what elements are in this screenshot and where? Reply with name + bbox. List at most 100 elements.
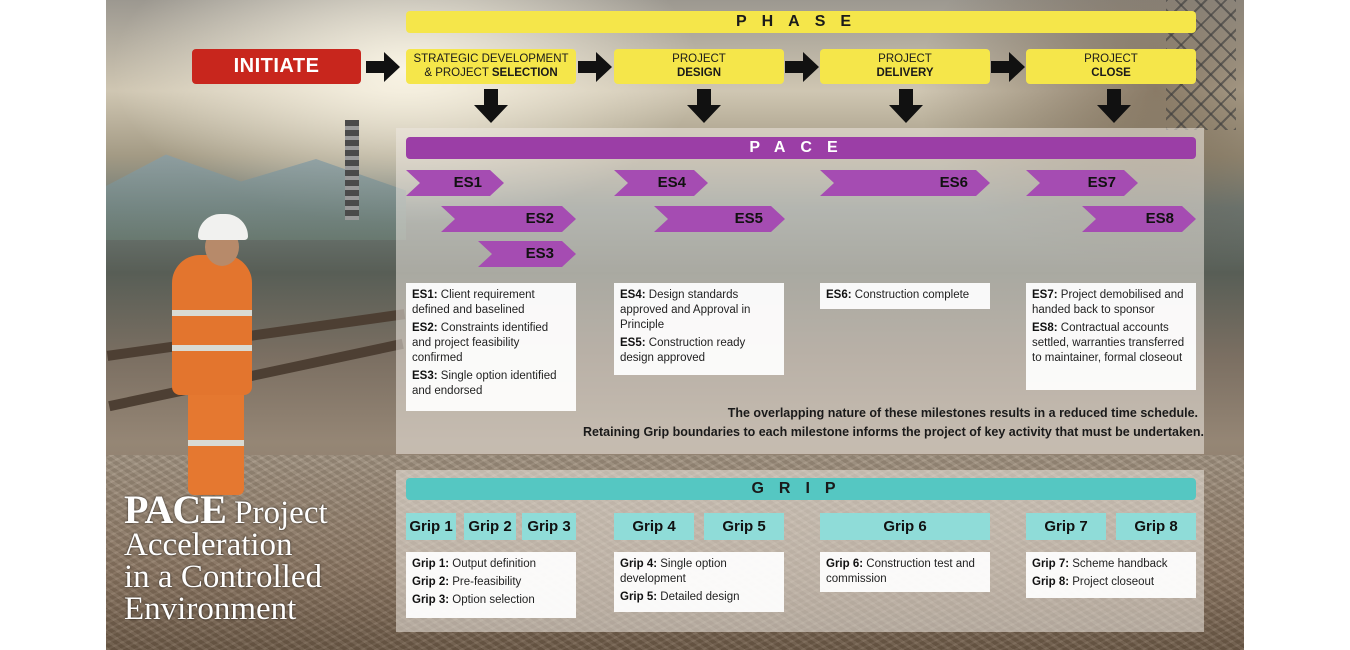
grip-text: Construction test and commission [826, 558, 975, 585]
reflective-stripe [172, 310, 252, 316]
worker-hi-vis-jacket [172, 255, 252, 395]
es-code: ES4: [620, 289, 646, 301]
title-line4: Environment [124, 591, 297, 627]
phase-project-close: PROJECT CLOSE [1026, 49, 1196, 84]
title-line2: Acceleration [124, 527, 293, 563]
grip4-5-description-box: Grip 4: Single option development Grip 5… [614, 552, 784, 612]
phase-line2: DESIGN [614, 66, 784, 80]
milestone-es7: ES7 [1026, 170, 1138, 196]
phase-line2-emphasis: SELECTION [491, 67, 558, 79]
grip-text: Output definition [449, 558, 537, 570]
grip-text: Detailed design [657, 591, 740, 603]
milestone-es5: ES5 [654, 206, 785, 232]
es7-es8-description-box: ES7: Project demobilised and handed back… [1026, 283, 1196, 390]
grip-code: Grip 4: [620, 558, 658, 570]
pace-note-line2: Retaining Grip boundaries to each milest… [583, 425, 1204, 439]
grip6-description: Grip 6: Construction test and commission [826, 557, 984, 587]
title-pace-word: PACE [124, 487, 227, 532]
arrow-down-icon [1097, 89, 1131, 123]
reflective-stripe [188, 440, 244, 446]
grip8-description: Grip 8: Project closeout [1032, 575, 1190, 590]
grip-text: Pre-feasibility [449, 576, 522, 588]
milestone-es3: ES3 [478, 241, 576, 267]
es3-description: ES3: Single option identified and endors… [412, 369, 570, 399]
grip-text: Project closeout [1069, 576, 1155, 588]
mountain-backdrop [106, 154, 406, 240]
arrow-right-icon [785, 52, 819, 82]
grip-stage-7: Grip 7 [1026, 513, 1106, 540]
grip-code: Grip 1: [412, 558, 450, 570]
phase-line1: PROJECT [1084, 53, 1138, 65]
phase-line1: PROJECT [672, 53, 726, 65]
grip7-description: Grip 7: Scheme handback [1032, 557, 1190, 572]
reflective-stripe [172, 345, 252, 351]
phase-line2: DELIVERY [820, 66, 990, 80]
grip6-description-box: Grip 6: Construction test and commission [820, 552, 990, 592]
grip-stage-3: Grip 3 [522, 513, 576, 540]
grip-stage-1: Grip 1 [406, 513, 456, 540]
es4-es5-description-box: ES4: Design standards approved and Appro… [614, 283, 784, 375]
grip-stage-6: Grip 6 [820, 513, 990, 540]
crane-chain [345, 120, 359, 220]
grip-code: Grip 5: [620, 591, 658, 603]
grip-code: Grip 2: [412, 576, 450, 588]
es4-description: ES4: Design standards approved and Appro… [620, 288, 778, 333]
phase-line2: & PROJECT SELECTION [406, 66, 576, 80]
milestone-es4: ES4 [614, 170, 708, 196]
es-text: Construction ready design approved [620, 337, 746, 364]
es-text: Project demobilised and handed back to s… [1032, 289, 1184, 316]
grip-stage-2: Grip 2 [464, 513, 516, 540]
es-text: Contractual accounts settled, warranties… [1032, 322, 1185, 364]
pace-title: PACE Project Acceleration in a Controlle… [124, 490, 384, 627]
es6-description-box: ES6: Construction complete [820, 283, 990, 309]
es-code: ES8: [1032, 322, 1058, 334]
grip7-8-description-box: Grip 7: Scheme handback Grip 8: Project … [1026, 552, 1196, 598]
es-code: ES1: [412, 289, 438, 301]
pace-banner: PACE [406, 137, 1196, 159]
grip-code: Grip 8: [1032, 576, 1070, 588]
es5-description: ES5: Construction ready design approved [620, 336, 778, 366]
grip-code: Grip 3: [412, 594, 450, 606]
phase-line2-emphasis: DESIGN [676, 67, 722, 79]
es1-es3-description-box: ES1: Client requirement defined and base… [406, 283, 576, 411]
es1-description: ES1: Client requirement defined and base… [412, 288, 570, 318]
phase-project-delivery: PROJECT DELIVERY [820, 49, 990, 84]
milestone-es2: ES2 [441, 206, 576, 232]
es-text: Design standards approved and Approval i… [620, 289, 751, 331]
es-text: Construction complete [851, 289, 970, 301]
es-code: ES5: [620, 337, 646, 349]
phase-line2-prefix: & PROJECT [424, 67, 492, 79]
milestone-es1: ES1 [406, 170, 504, 196]
hard-hat [198, 214, 248, 240]
title-project-word: Project [225, 495, 328, 531]
phase-line2-emphasis: CLOSE [1091, 67, 1131, 79]
milestone-es6: ES6 [820, 170, 990, 196]
arrow-down-icon [474, 89, 508, 123]
es2-description: ES2: Constraints identified and project … [412, 321, 570, 366]
title-line3: in a Controlled [124, 559, 322, 595]
phase-banner: PHASE [406, 11, 1196, 33]
grip-banner: GRIP [406, 478, 1196, 500]
grip4-description: Grip 4: Single option development [620, 557, 778, 587]
grip-stage-4: Grip 4 [614, 513, 694, 540]
grip-text: Single option development [620, 558, 727, 585]
arrow-right-icon [991, 52, 1025, 82]
grip5-description: Grip 5: Detailed design [620, 590, 778, 605]
es-text: Client requirement defined and baselined [412, 289, 535, 316]
grip2-description: Grip 2: Pre-feasibility [412, 575, 570, 590]
es-text: Single option identified and endorsed [412, 370, 557, 397]
phase-line1: STRATEGIC DEVELOPMENT [413, 53, 569, 65]
arrow-down-icon [687, 89, 721, 123]
pace-note-line1: The overlapping nature of these mileston… [727, 406, 1198, 420]
arrow-right-icon [366, 52, 400, 82]
es8-description: ES8: Contractual accounts settled, warra… [1032, 321, 1190, 366]
title-line1: PACE Project [124, 490, 384, 531]
phase-project-design: PROJECT DESIGN [614, 49, 784, 84]
es-code: ES6: [826, 289, 852, 301]
es7-description: ES7: Project demobilised and handed back… [1032, 288, 1190, 318]
grip-stage-8: Grip 8 [1116, 513, 1196, 540]
phase-line2-emphasis: DELIVERY [876, 67, 934, 79]
initiate-box: INITIATE [192, 49, 361, 84]
grip-text: Option selection [449, 594, 535, 606]
phase-line1: PROJECT [878, 53, 932, 65]
